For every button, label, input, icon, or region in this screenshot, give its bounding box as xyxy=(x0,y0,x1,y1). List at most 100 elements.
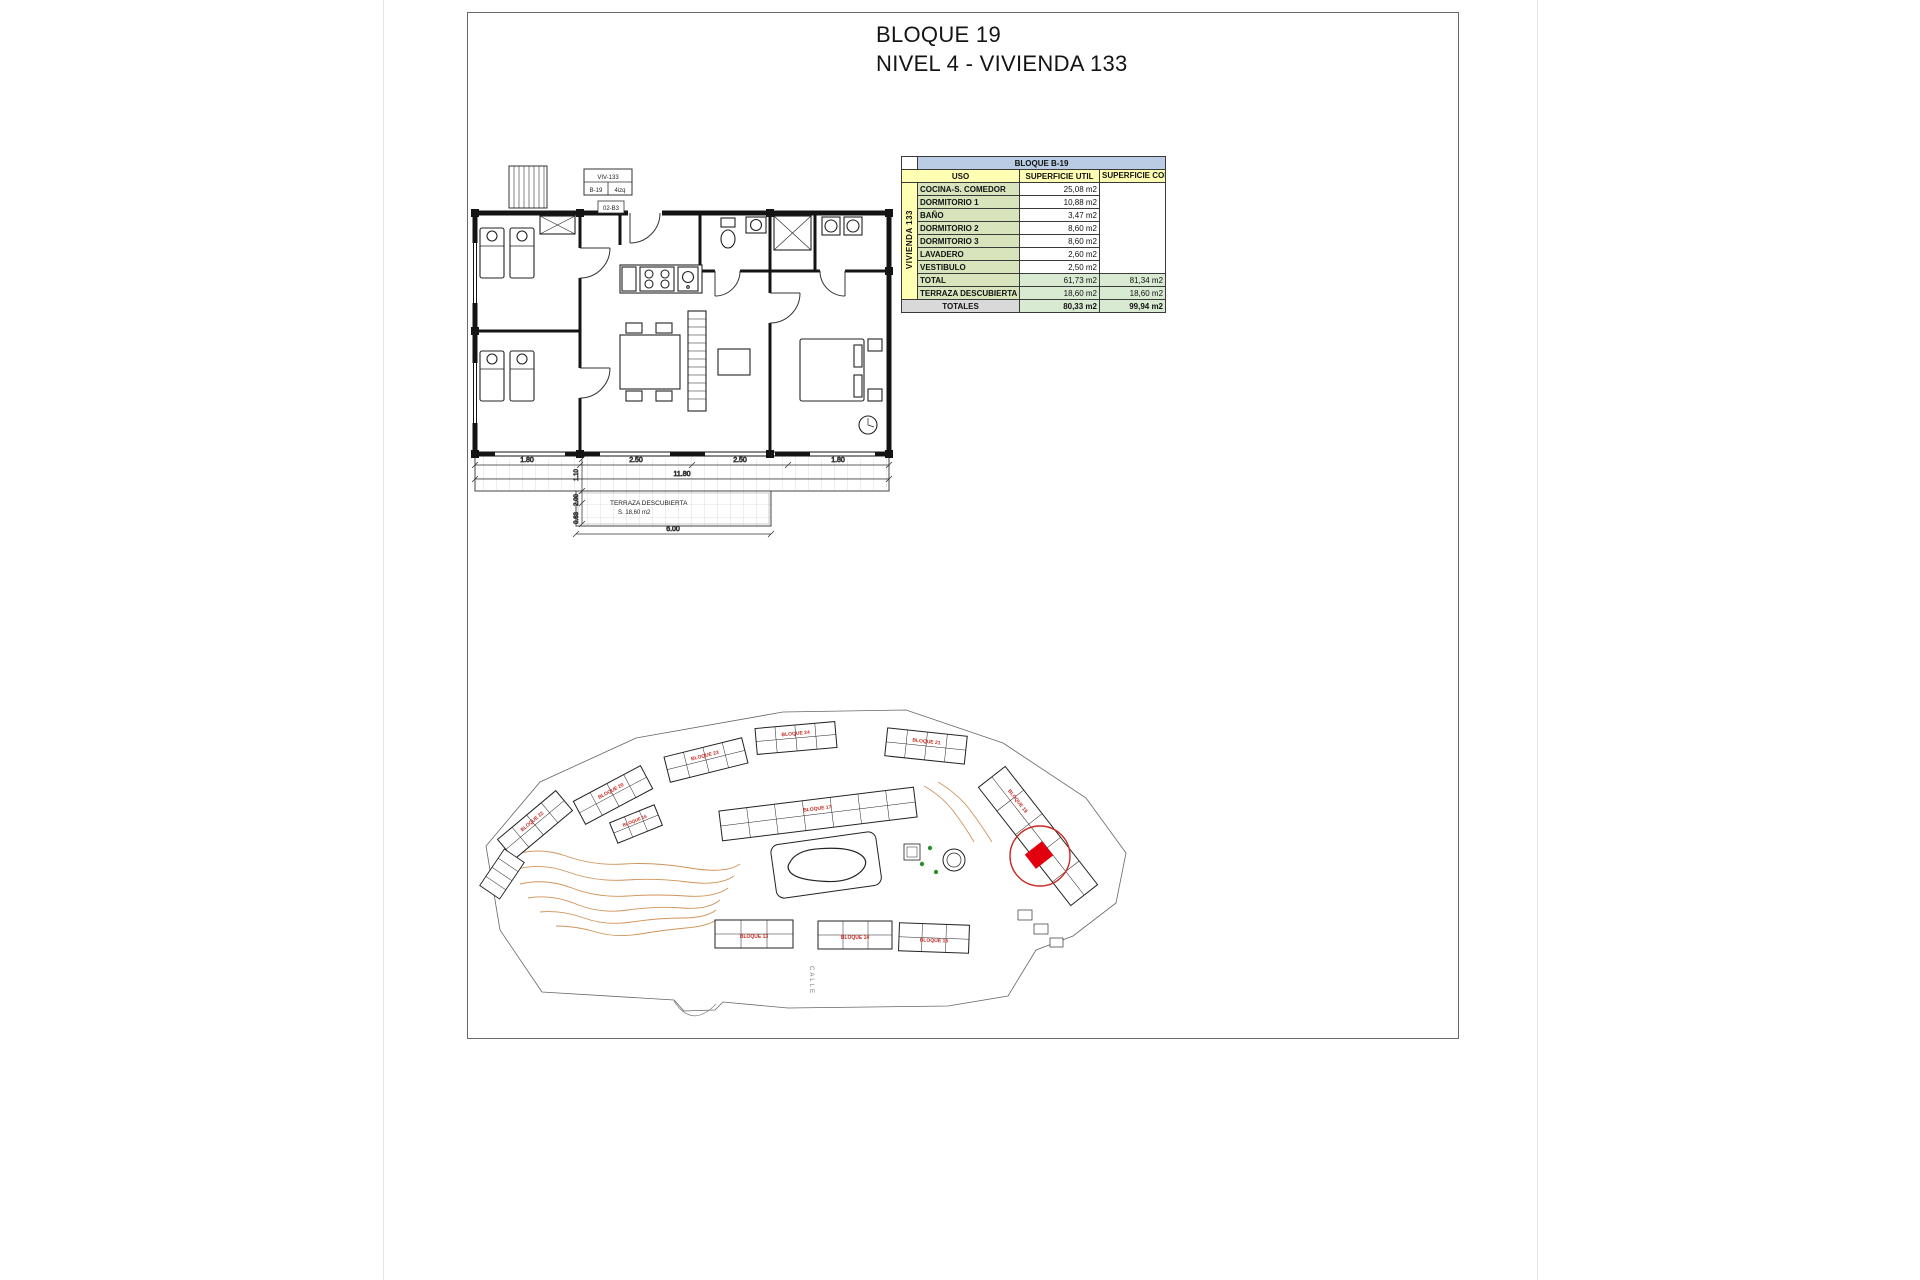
terrace-util: 18,60 m2 xyxy=(1019,286,1100,300)
table-row-totals: TOTALES 80,33 m2 99,94 m2 xyxy=(901,299,1167,313)
ref-unit: VIV-133 xyxy=(597,175,619,181)
table-corner xyxy=(901,156,918,170)
side-label: VIVIENDA 133 xyxy=(905,210,914,270)
col-header-construida: SUPERFICIE CONSTRUIDA xyxy=(1098,169,1167,183)
block-label: BLOQUE 15 xyxy=(920,938,949,945)
nightstand xyxy=(867,338,883,352)
row-label: DORMITORIO 1 xyxy=(917,195,1020,209)
row-label: DORMITORIO 2 xyxy=(917,221,1020,235)
row-value: 3,47 m2 xyxy=(1019,208,1100,222)
block-label: BLOQUE 13 xyxy=(740,934,769,940)
dining-table xyxy=(619,334,681,390)
pool-house xyxy=(903,843,921,861)
areas-table: BLOQUE B-19 USO SUPERFICIE UTIL SUPERFIC… xyxy=(901,156,1167,313)
totals-util: 80,33 m2 xyxy=(1019,299,1100,313)
table-row: DORMITORIO 1 10,88 m2 xyxy=(902,195,1166,209)
col-header-util: SUPERFICIE UTIL xyxy=(1019,169,1100,183)
toilet xyxy=(720,229,736,249)
row-label: COCINA-S. COMEDOR xyxy=(917,182,1020,196)
table-row-terrace: TERRAZA DESCUBIERTA 18,60 m2 18,60 m2 xyxy=(902,286,1167,300)
chair xyxy=(625,322,643,334)
site-block-17: BLOQUE 17 xyxy=(718,786,918,842)
street-label: CALLE xyxy=(808,966,814,995)
dim-total: 11.80 xyxy=(674,471,691,478)
bed-single xyxy=(509,350,535,402)
terrace-row-label: TERRAZA DESCUBIERTA xyxy=(917,286,1020,300)
contour-lines xyxy=(509,781,993,937)
dim-terrace: 6.00 xyxy=(666,526,680,533)
unit-outer-walls xyxy=(472,210,892,457)
highlighted-unit-133 xyxy=(1024,841,1054,869)
site-block-24: BLOQUE 24 xyxy=(754,721,838,755)
row-value: 2,60 m2 xyxy=(1019,247,1100,261)
sheet-title-line2: NIVEL 4 - VIVIENDA 133 xyxy=(876,50,1128,76)
trees xyxy=(919,845,939,875)
site-block-15: BLOQUE 15 xyxy=(898,922,970,954)
scan-edge-left xyxy=(383,0,384,1280)
row-value: 8,60 m2 xyxy=(1019,221,1100,235)
dim-v2: 2.00 xyxy=(574,494,580,506)
total-construida: 81,34 m2 xyxy=(1098,273,1167,287)
dimensions: 1.80 2.50 2.50 1.80 11.80 1.10 2.00 0.63… xyxy=(471,455,893,538)
toilet-tank xyxy=(720,217,736,228)
furniture xyxy=(479,215,883,435)
chair xyxy=(655,322,673,334)
block-label: BLOQUE 21 xyxy=(912,738,941,747)
table-row: LAVADERO 2,60 m2 xyxy=(902,247,1166,261)
bed-single xyxy=(479,350,505,402)
dim-2: 2.50 xyxy=(629,457,643,464)
chair xyxy=(655,390,673,402)
dim-4: 1.80 xyxy=(831,457,845,464)
sheet-title-line1: BLOQUE 19 xyxy=(876,22,1001,47)
site-block-21: BLOQUE 21 xyxy=(884,727,968,765)
totals-label: TOTALES xyxy=(901,299,1020,313)
site-block-19: BLOQUE 19 xyxy=(977,765,1099,907)
round-pool xyxy=(903,843,966,872)
windows xyxy=(470,208,875,459)
small-block-west xyxy=(479,848,525,900)
row-value: 25,08 m2 xyxy=(1019,182,1100,196)
terrace-name: TERRAZA DESCUBIERTA xyxy=(610,500,688,507)
table-row: VESTIBULO 2,50 m2 xyxy=(902,260,1166,274)
drawing-sheet: BLOQUE 19 NIVEL 4 - VIVIENDA 133 xyxy=(467,12,1459,1039)
site-block-13: BLOQUE 13 xyxy=(714,919,794,949)
nightstand xyxy=(867,388,883,402)
shelf-island xyxy=(687,310,707,412)
ref-position: 4izq xyxy=(614,188,625,194)
totals-construida: 99,94 m2 xyxy=(1098,299,1167,313)
table-row: DORMITORIO 3 8,60 m2 xyxy=(902,234,1166,248)
terrace-construida: 18,60 m2 xyxy=(1098,286,1167,300)
table-title: BLOQUE B-19 xyxy=(916,156,1167,170)
row-label: DORMITORIO 3 xyxy=(917,234,1020,248)
block-label: BLOQUE 17 xyxy=(803,804,832,813)
site-block-22: BLOQUE 22 xyxy=(496,789,574,861)
interior-walls xyxy=(475,213,889,454)
terrace-label: TERRAZA DESCUBIERTA S. 18,60 m2 xyxy=(610,500,688,516)
site-boundary xyxy=(485,709,1127,1017)
col-header-uso: USO xyxy=(901,169,1020,183)
ref-block: B-19 xyxy=(590,188,603,194)
reference-box: VIV-133 B-19 4izq 02-B3 xyxy=(583,168,633,214)
row-label: VESTIBULO xyxy=(917,260,1020,274)
block-label: BLOQUE 14 xyxy=(841,935,870,941)
terrace xyxy=(474,455,890,527)
coffee-table xyxy=(717,348,751,376)
total-label: TOTAL xyxy=(917,273,1020,287)
stair xyxy=(508,165,548,209)
row-value: 8,60 m2 xyxy=(1019,234,1100,248)
row-value: 2,50 m2 xyxy=(1019,260,1100,274)
row-value: 10,88 m2 xyxy=(1019,195,1100,209)
scan-edge-right xyxy=(1537,0,1538,1280)
site-block-16: BLOQUE 16 xyxy=(608,804,664,844)
wall-columns xyxy=(471,209,893,458)
site-block-23: BLOQUE 23 xyxy=(663,737,749,783)
bed-single xyxy=(509,227,535,279)
block19-annexes xyxy=(1017,909,1064,948)
fridge xyxy=(621,266,637,292)
dim-3: 2.50 xyxy=(733,457,747,464)
sheet-title: BLOQUE 19 NIVEL 4 - VIVIENDA 133 xyxy=(876,21,1128,78)
dim-1: 1.80 xyxy=(520,457,534,464)
highlight-circle xyxy=(1009,825,1071,887)
pool-area xyxy=(770,831,882,899)
table-row-total: TOTAL 61,73 m2 81,34 m2 xyxy=(902,273,1167,287)
